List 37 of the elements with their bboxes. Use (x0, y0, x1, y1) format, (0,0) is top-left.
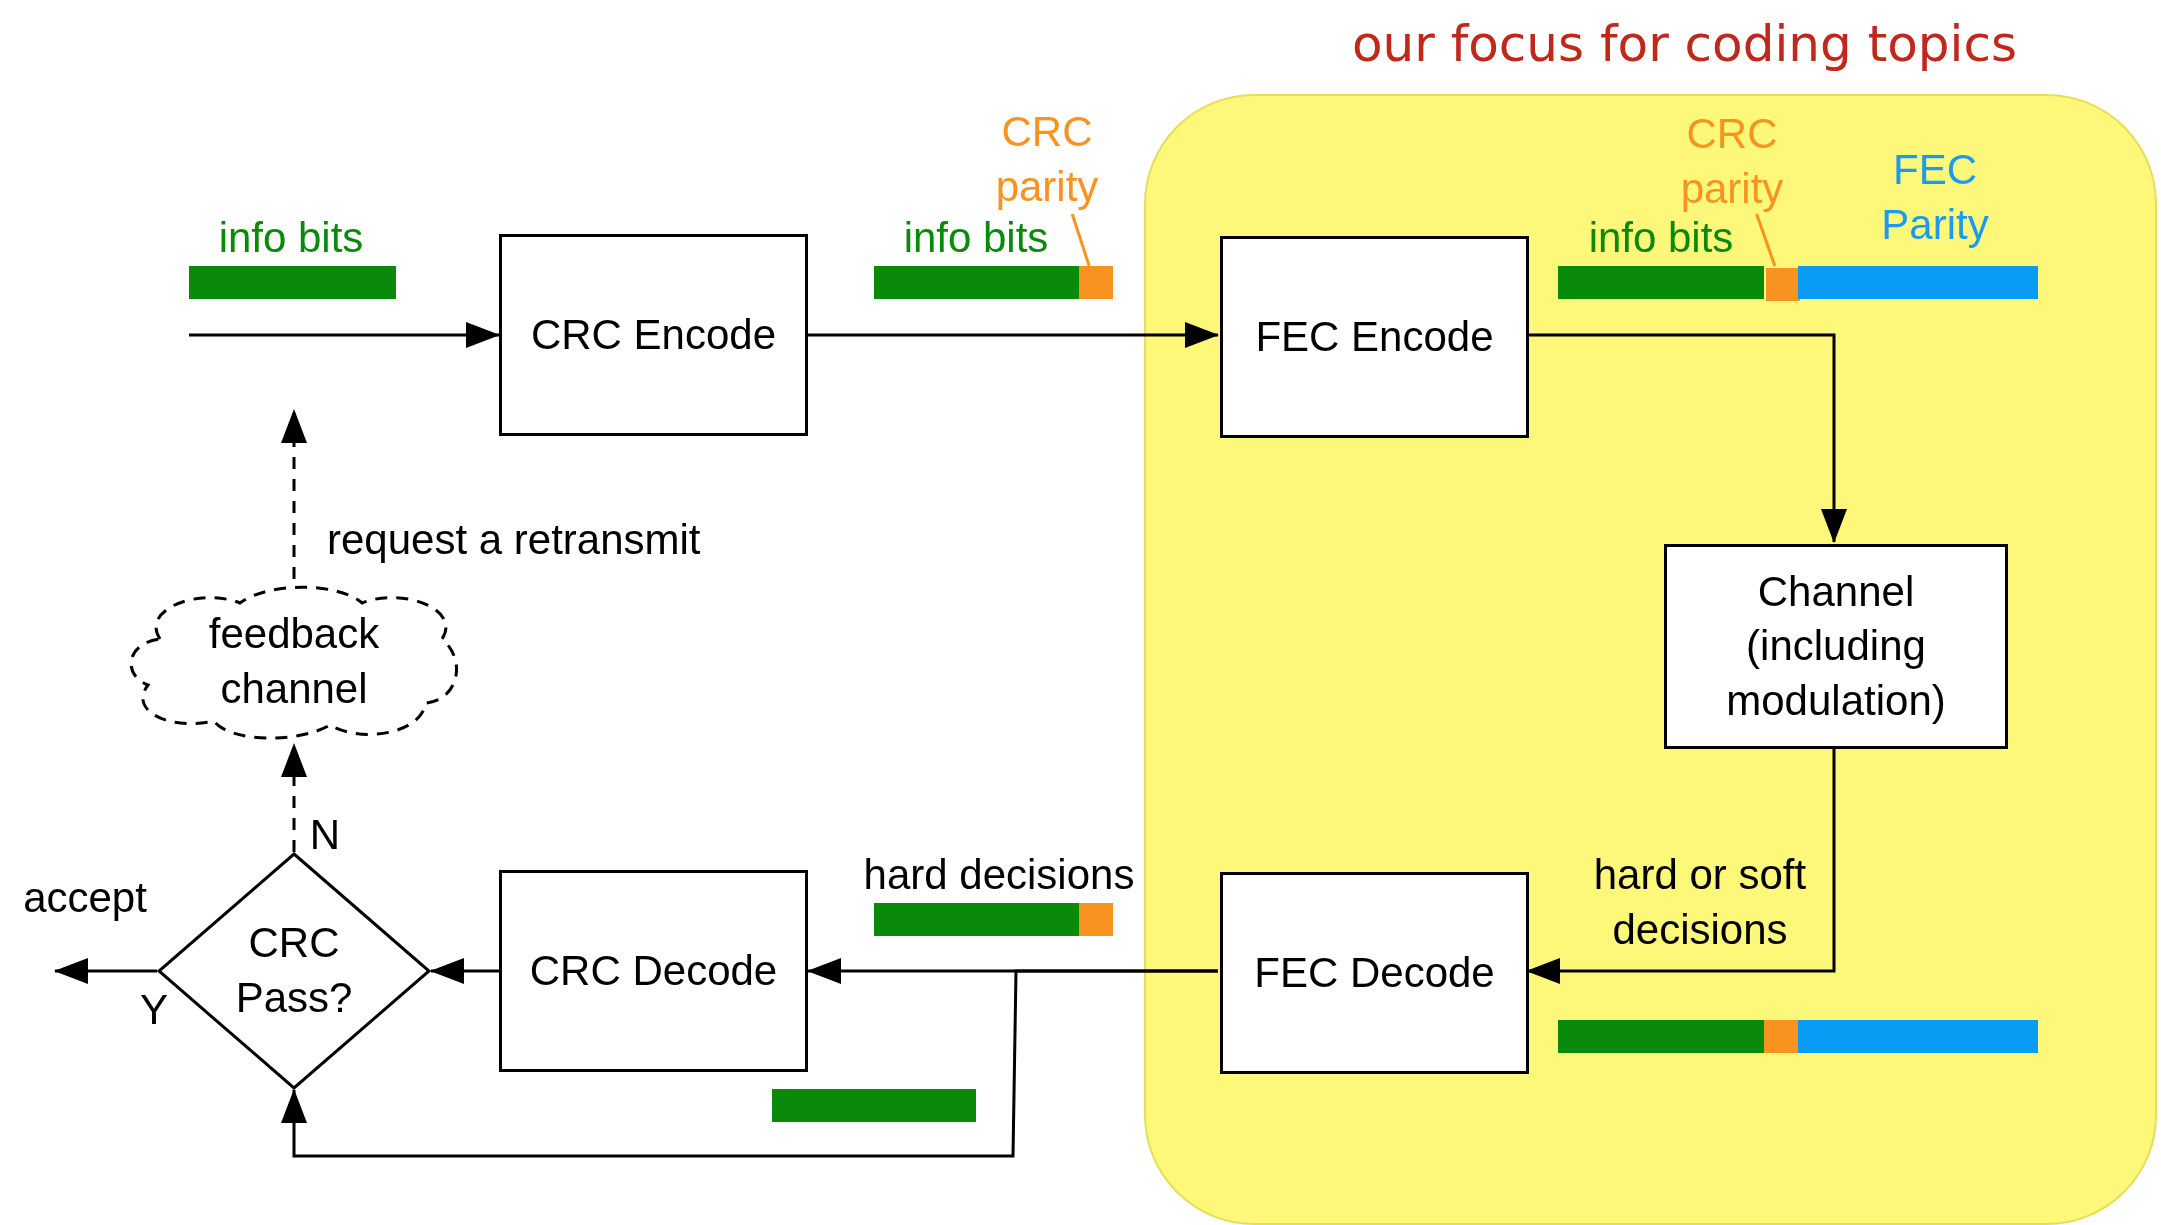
decision-label: CRC Pass? (234, 918, 354, 1023)
process-box (499, 870, 808, 1072)
edge-label: Y (139, 985, 169, 1035)
process-box (499, 234, 808, 436)
box-label: FEC Decode (1254, 947, 1495, 998)
crc-parity-segment (1079, 266, 1113, 299)
arrow (281, 409, 307, 579)
process-box (1220, 872, 1529, 1074)
cloud-label: feedback channel (207, 608, 381, 714)
arrow (1526, 747, 1836, 984)
arrow (430, 958, 499, 984)
arrow (281, 969, 1218, 1158)
process-box (1220, 236, 1529, 438)
region-heading: our focus for coding topics (1351, 14, 2017, 74)
box-label: CRC Encode (530, 309, 777, 360)
box-label: Channel (including modulation) (1725, 566, 1947, 726)
arrow (808, 322, 1219, 348)
field-label: info bits (1587, 213, 1735, 263)
field-label: CRC parity (1662, 107, 1802, 216)
field-label: CRC parity (977, 105, 1117, 214)
field-label: info bits (217, 213, 365, 263)
crc-parity-segment (1766, 268, 1800, 301)
bar-caption: hard decisions (862, 850, 1136, 900)
field-label: info bits (902, 213, 1050, 263)
field-label: FEC Parity (1880, 145, 1990, 250)
arrow (1527, 333, 1847, 543)
leader-line (1070, 213, 1091, 267)
arrow (189, 322, 500, 348)
edge-label: hard or soft decisions (1592, 850, 1808, 955)
output-label: accept (22, 873, 148, 923)
arrow (54, 958, 157, 984)
box-label: FEC Encode (1255, 311, 1494, 362)
process-box (1664, 544, 2008, 749)
edge-label: N (308, 810, 342, 860)
leader-line (1755, 213, 1777, 267)
box-label: CRC Decode (529, 945, 778, 996)
arrow (281, 743, 307, 852)
